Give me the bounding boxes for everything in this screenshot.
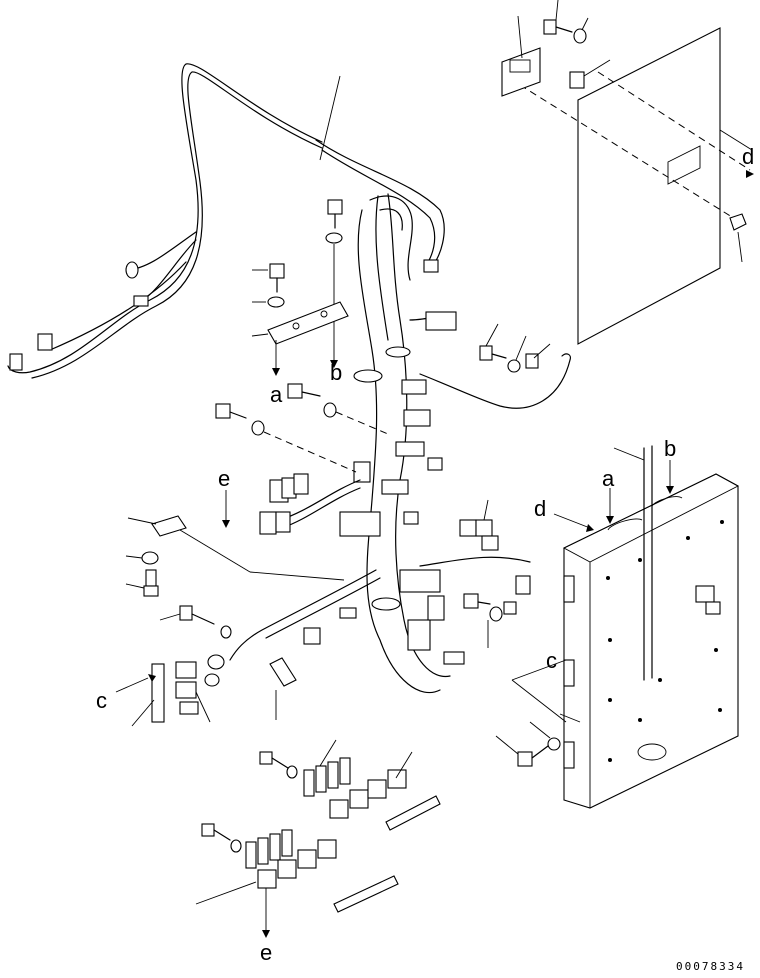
- callout-arrow-b-box: [666, 460, 674, 494]
- callout-arrow-e: [222, 490, 230, 528]
- callout-b-box: b: [664, 436, 676, 461]
- callout-e-bottom: e: [260, 940, 272, 965]
- washer-left: [125, 551, 159, 565]
- callout-arrows-c-box: [511, 659, 567, 723]
- cover-panel: [519, 27, 753, 345]
- bolt-right-upper: [479, 323, 551, 373]
- bolt-left: [252, 263, 285, 308]
- drawing-number: 00078334: [676, 960, 745, 973]
- bracket-left: [127, 515, 345, 581]
- callout-d-panel: d: [742, 144, 754, 169]
- bolt-mid-left: [215, 403, 357, 473]
- callout-arrow-c-left: [115, 674, 156, 693]
- callout-arrow-d-box: [553, 513, 594, 532]
- top-bolt: [543, 0, 573, 35]
- callout-d-box: d: [534, 496, 546, 521]
- terminal-strip: [131, 661, 211, 727]
- relay-bank-lower: [195, 823, 399, 938]
- control-box: [563, 473, 739, 809]
- relay-pair: [459, 499, 499, 551]
- relay-bank-upper: [259, 739, 441, 831]
- bolt-right-mid: [463, 593, 517, 648]
- washer-upper: [325, 232, 343, 368]
- top-clip: [569, 59, 611, 89]
- bolt-mid: [287, 383, 389, 435]
- bolt-lower-left: [125, 569, 159, 597]
- plate-bracket: [251, 301, 349, 376]
- callout-arrow-d-panel: [746, 170, 754, 178]
- bolt-upper: [319, 75, 343, 229]
- box-bolt: [495, 713, 581, 767]
- long-bolt: [159, 605, 232, 639]
- hinge-bracket: [501, 15, 541, 97]
- callout-e-left: e: [218, 466, 230, 491]
- panel-nut: [729, 213, 747, 263]
- callout-a-box: a: [602, 466, 615, 491]
- top-washer: [573, 17, 589, 44]
- spacer-tube: [269, 657, 297, 720]
- callout-b-upper: b: [330, 360, 342, 385]
- cable-loop: [7, 63, 323, 379]
- callout-a-upper: a: [270, 382, 283, 407]
- callout-c-left: c: [96, 688, 107, 713]
- wiring-harness: [204, 139, 571, 694]
- mounting-rod: [613, 445, 653, 681]
- callout-arrow-a-box: [606, 488, 614, 524]
- callout-c-box: c: [546, 648, 557, 673]
